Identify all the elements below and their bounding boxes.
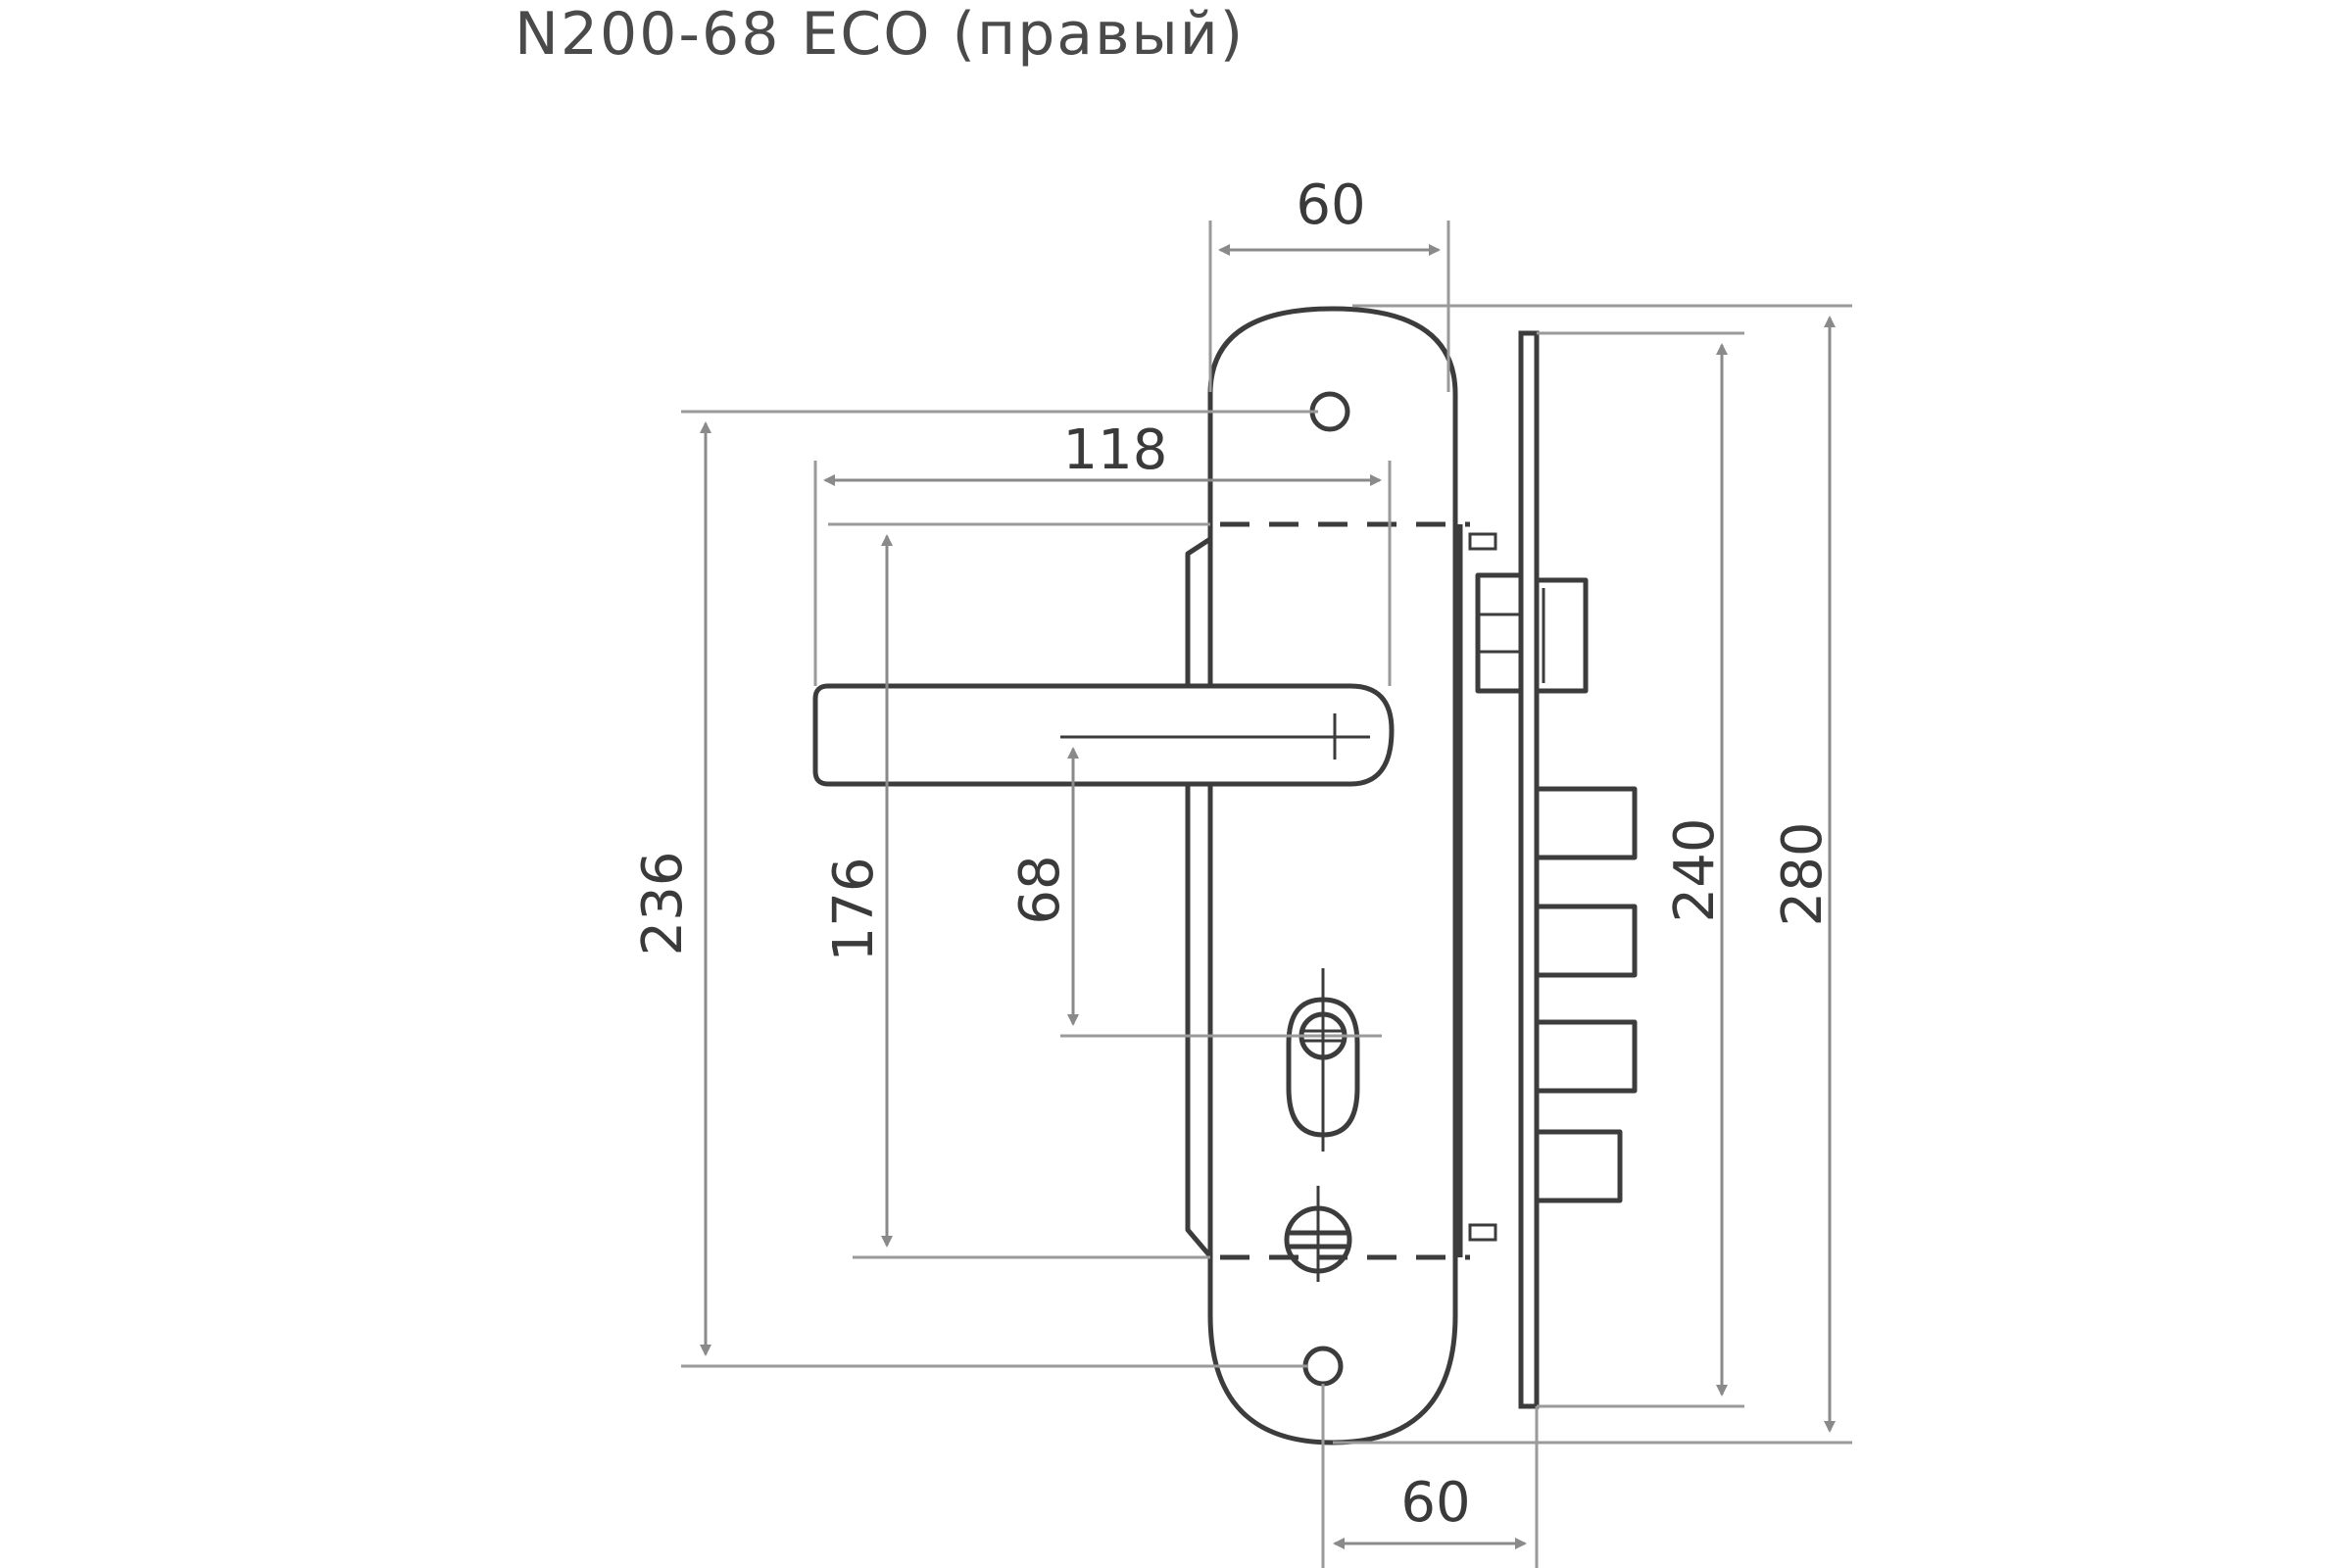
dim-176: 176 xyxy=(822,858,886,962)
lever-handle xyxy=(812,683,1395,787)
deadbolt-3 xyxy=(1534,1019,1638,1094)
faceplate xyxy=(1518,330,1540,1409)
drawing-title: N200-68 ECO (правый) xyxy=(514,0,1245,69)
dim-280: 280 xyxy=(1771,822,1835,927)
dim-240: 240 xyxy=(1663,818,1727,923)
lock-body xyxy=(1457,330,1638,1409)
deadbolt-2 xyxy=(1534,904,1638,978)
dimension-lines xyxy=(700,244,1836,1549)
extension-lines xyxy=(681,220,1852,1568)
deadbolt-1 xyxy=(1534,786,1638,860)
dim-60-bottom: 60 xyxy=(1400,1471,1470,1535)
latch-block xyxy=(1475,572,1524,694)
bottom-screw-hole xyxy=(1302,1346,1344,1387)
dim-236: 236 xyxy=(631,852,695,956)
night-latch xyxy=(1534,1129,1623,1203)
dim-60-top: 60 xyxy=(1296,173,1365,237)
latch-bolt xyxy=(1534,577,1589,694)
dim-118: 118 xyxy=(1063,418,1168,482)
dim-68: 68 xyxy=(1008,855,1072,924)
plate-side-strip xyxy=(1185,536,1212,1258)
